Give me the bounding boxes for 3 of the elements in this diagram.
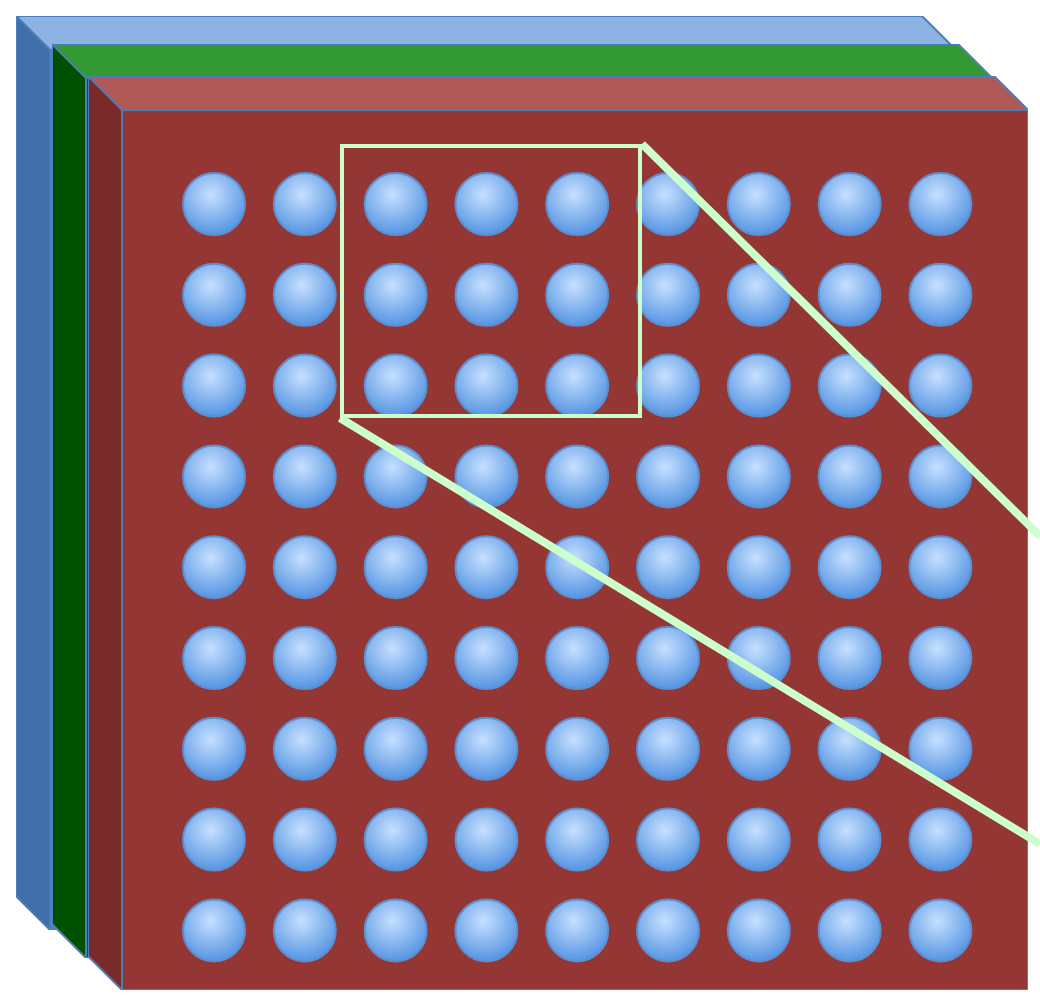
zoom-line <box>639 141 1040 539</box>
zoom-line <box>337 414 1040 848</box>
highlight-frame <box>340 144 642 418</box>
